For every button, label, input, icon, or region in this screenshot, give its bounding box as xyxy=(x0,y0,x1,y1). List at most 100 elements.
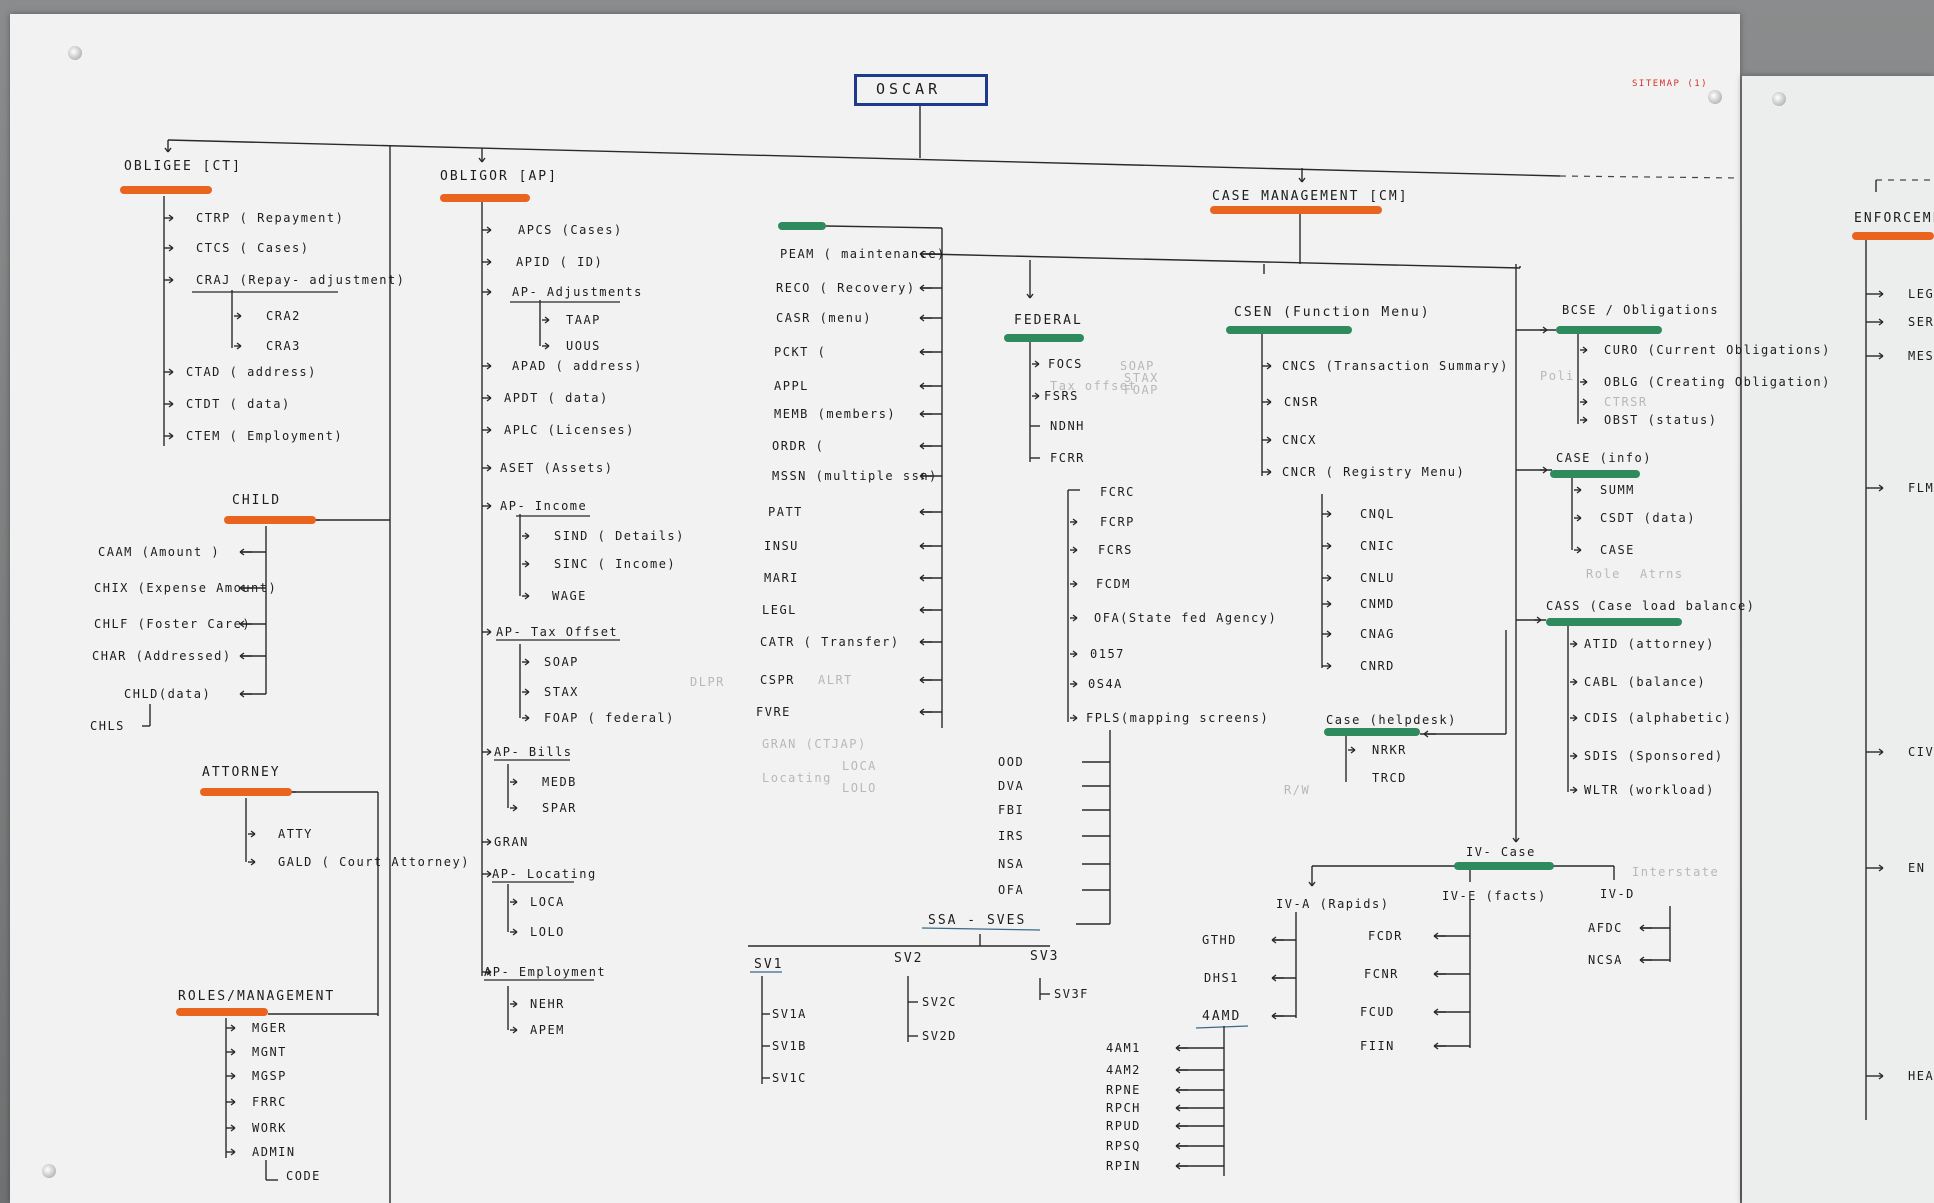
connector-line xyxy=(239,693,245,698)
connector-line xyxy=(168,214,174,219)
root-node-box xyxy=(854,74,988,106)
connector-line xyxy=(1433,973,1439,978)
connector-line xyxy=(1576,486,1582,491)
node-label-4amd: RPUD xyxy=(1106,1119,1141,1133)
connector-line xyxy=(1559,175,1741,179)
node-label-ssa: SV1B xyxy=(772,1039,807,1053)
node-label-obligor: AP- Adjustments xyxy=(512,285,643,299)
pushpin-icon xyxy=(1708,90,1722,104)
connector-line xyxy=(544,319,550,324)
connector-line xyxy=(168,368,174,373)
node-label-ssa: SV1 xyxy=(754,957,784,972)
connector-line xyxy=(1582,416,1588,421)
connector-line xyxy=(1029,293,1034,299)
connector-line xyxy=(236,342,242,347)
connector-line xyxy=(486,873,492,878)
section-underline xyxy=(1556,326,1662,334)
node-label-csen: CNRD xyxy=(1360,659,1395,673)
connector-line xyxy=(1072,683,1078,688)
connector-line xyxy=(1582,381,1588,386)
connector-line xyxy=(236,345,242,350)
connector-line xyxy=(1175,1122,1181,1127)
connector-line xyxy=(168,247,174,252)
connector-line xyxy=(230,1075,236,1080)
connector-line xyxy=(486,467,492,472)
connector-line xyxy=(1175,1142,1181,1147)
connector-line xyxy=(1072,617,1078,622)
node-label-4amd: 4AM1 xyxy=(1106,1041,1141,1055)
connector-line xyxy=(168,432,174,437)
section-underline xyxy=(1226,326,1352,334)
connector-line xyxy=(230,1151,236,1156)
connector-line xyxy=(1433,970,1439,975)
connector-line xyxy=(919,711,925,716)
pushpin-icon xyxy=(68,46,82,60)
node-label-iv-case: IV-E (facts) xyxy=(1442,889,1547,903)
node-label-iva: GTHD xyxy=(1202,933,1237,947)
connector-line xyxy=(919,542,925,547)
connector-line xyxy=(1271,977,1277,982)
node-label-enforcement: CIV xyxy=(1908,745,1934,759)
node-label-csen: CNLU xyxy=(1360,571,1395,585)
connector-line xyxy=(512,901,518,906)
node-label-enforcement: EN xyxy=(1908,861,1926,875)
connector-line xyxy=(524,532,530,537)
connector-line xyxy=(168,435,174,440)
section-header-bcse: BCSE / Obligations xyxy=(1562,303,1720,317)
connector-line xyxy=(230,1127,236,1132)
connector-line xyxy=(168,279,174,284)
faint-label: STAX xyxy=(1124,371,1159,385)
section-underline xyxy=(1324,728,1420,736)
connector-line xyxy=(919,410,925,415)
connector-line xyxy=(1536,619,1542,624)
connector-line xyxy=(919,609,925,614)
connector-line xyxy=(919,314,925,319)
connector-line xyxy=(1878,1072,1884,1077)
node-label-obligor: AP- Bills xyxy=(494,745,573,759)
node-label-cass: WLTR (workload) xyxy=(1584,783,1715,797)
connector-line xyxy=(512,931,518,936)
node-label-csen: CNIC xyxy=(1360,539,1395,553)
connector-line xyxy=(1311,881,1316,887)
connector-line xyxy=(236,312,242,317)
section-header-roles: ROLES/MANAGEMENT xyxy=(178,989,336,1004)
node-label-case-info: CASE xyxy=(1600,543,1635,557)
node-label-ssa: SV3 xyxy=(1030,949,1060,964)
node-label-ivd: NCSA xyxy=(1588,953,1623,967)
connector-line xyxy=(168,217,174,222)
connector-line xyxy=(512,928,518,933)
connector-line xyxy=(1175,1066,1181,1071)
node-label-obligor: MEDB xyxy=(542,775,577,789)
connector-line xyxy=(168,400,174,405)
connector-line xyxy=(239,584,245,589)
faint-label: GRAN (CTJAP) xyxy=(762,737,867,751)
connector-line xyxy=(1423,730,1429,735)
node-label-child: CHIX (Expense Amount) xyxy=(94,581,278,595)
node-label-obligor: APAD ( address) xyxy=(512,359,643,373)
connector-line xyxy=(1072,546,1078,551)
connector-line xyxy=(1878,352,1884,357)
connector-line xyxy=(919,413,925,418)
connector-line xyxy=(1576,549,1582,554)
node-label-federal: OOD xyxy=(998,755,1025,769)
node-label-ive: FCNR xyxy=(1364,967,1399,981)
connector-line xyxy=(1326,665,1332,670)
connector-line xyxy=(1572,786,1578,791)
node-label-obligor: LOCA xyxy=(530,895,565,909)
connector-line xyxy=(1175,1125,1181,1130)
connector-line xyxy=(919,472,925,477)
connector-line xyxy=(1326,545,1332,550)
node-label-enforcement: LEG xyxy=(1908,287,1934,301)
faint-label: LOCA xyxy=(842,759,877,773)
node-label-4amd: RPIN xyxy=(1106,1159,1141,1173)
connector-line xyxy=(1576,514,1582,519)
connector-line xyxy=(167,147,172,153)
connector-line xyxy=(524,691,530,696)
connector-line xyxy=(919,287,925,292)
faint-label: Locating xyxy=(762,771,832,785)
connector-line xyxy=(512,781,518,786)
whiteboard-right-panel xyxy=(1742,76,1934,1203)
connector-line xyxy=(524,658,530,663)
connector-line xyxy=(1271,939,1277,944)
